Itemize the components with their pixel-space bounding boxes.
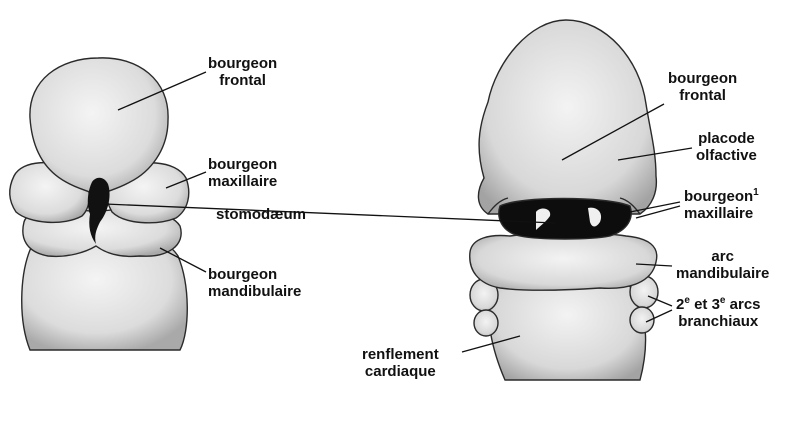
label-placode-line1: placode <box>696 130 757 147</box>
label-left-mandibulaire-line1: bourgeon <box>208 266 301 283</box>
label-left-maxillaire-line1: bourgeon <box>208 156 277 173</box>
left-embryo <box>10 58 189 350</box>
label-arc-line1: arc <box>676 248 769 265</box>
right-arc-left-2 <box>474 310 498 336</box>
label-stomodaeum: stomodæum <box>216 206 306 223</box>
label-arcs-mid: et 3 <box>690 296 720 313</box>
label-left-bourgeon-frontal: bourgeon frontal <box>208 55 277 89</box>
label-left-frontal-line1: bourgeon <box>208 55 277 72</box>
label-arcs-line2: branchiaux <box>676 313 761 330</box>
label-right-bourgeon-frontal: bourgeon frontal <box>668 70 737 104</box>
label-right-maxillaire-line1: bourgeon1 <box>684 188 759 205</box>
label-right-frontal-line2: frontal <box>668 87 737 104</box>
label-renflement-line1: renflement <box>362 346 439 363</box>
right-head <box>478 20 656 214</box>
label-left-mandibulaire-line2: mandibulaire <box>208 283 301 300</box>
label-left-bourgeon-mandibulaire: bourgeon mandibulaire <box>208 266 301 300</box>
label-arcs-suffix: arcs <box>725 296 760 313</box>
label-arcs-line1: 2e et 3e arcs <box>676 296 761 313</box>
label-right-frontal-line1: bourgeon <box>668 70 737 87</box>
label-left-frontal-line2: frontal <box>208 72 277 89</box>
label-right-bourgeon-maxillaire: bourgeon1 maxillaire <box>684 188 759 222</box>
label-left-maxillaire-line2: maxillaire <box>208 173 277 190</box>
right-stomodaeum <box>499 199 631 240</box>
label-right-maxillaire-mark: 1 <box>753 187 759 198</box>
label-right-maxillaire-line2: maxillaire <box>684 205 759 222</box>
label-arc-mandibulaire: arc mandibulaire <box>676 248 769 282</box>
label-placode-line2: olfactive <box>696 147 757 164</box>
label-renflement-cardiaque: renflement cardiaque <box>362 346 439 380</box>
label-arc-line2: mandibulaire <box>676 265 769 282</box>
label-arcs-branchiaux: 2e et 3e arcs branchiaux <box>676 296 761 330</box>
label-placode-olfactive: placode olfactive <box>696 130 757 164</box>
right-embryo <box>470 20 658 380</box>
label-renflement-line2: cardiaque <box>362 363 439 380</box>
label-right-maxillaire-word: bourgeon <box>684 188 753 205</box>
label-left-bourgeon-maxillaire: bourgeon maxillaire <box>208 156 277 190</box>
right-mandibular-arc <box>470 233 657 290</box>
